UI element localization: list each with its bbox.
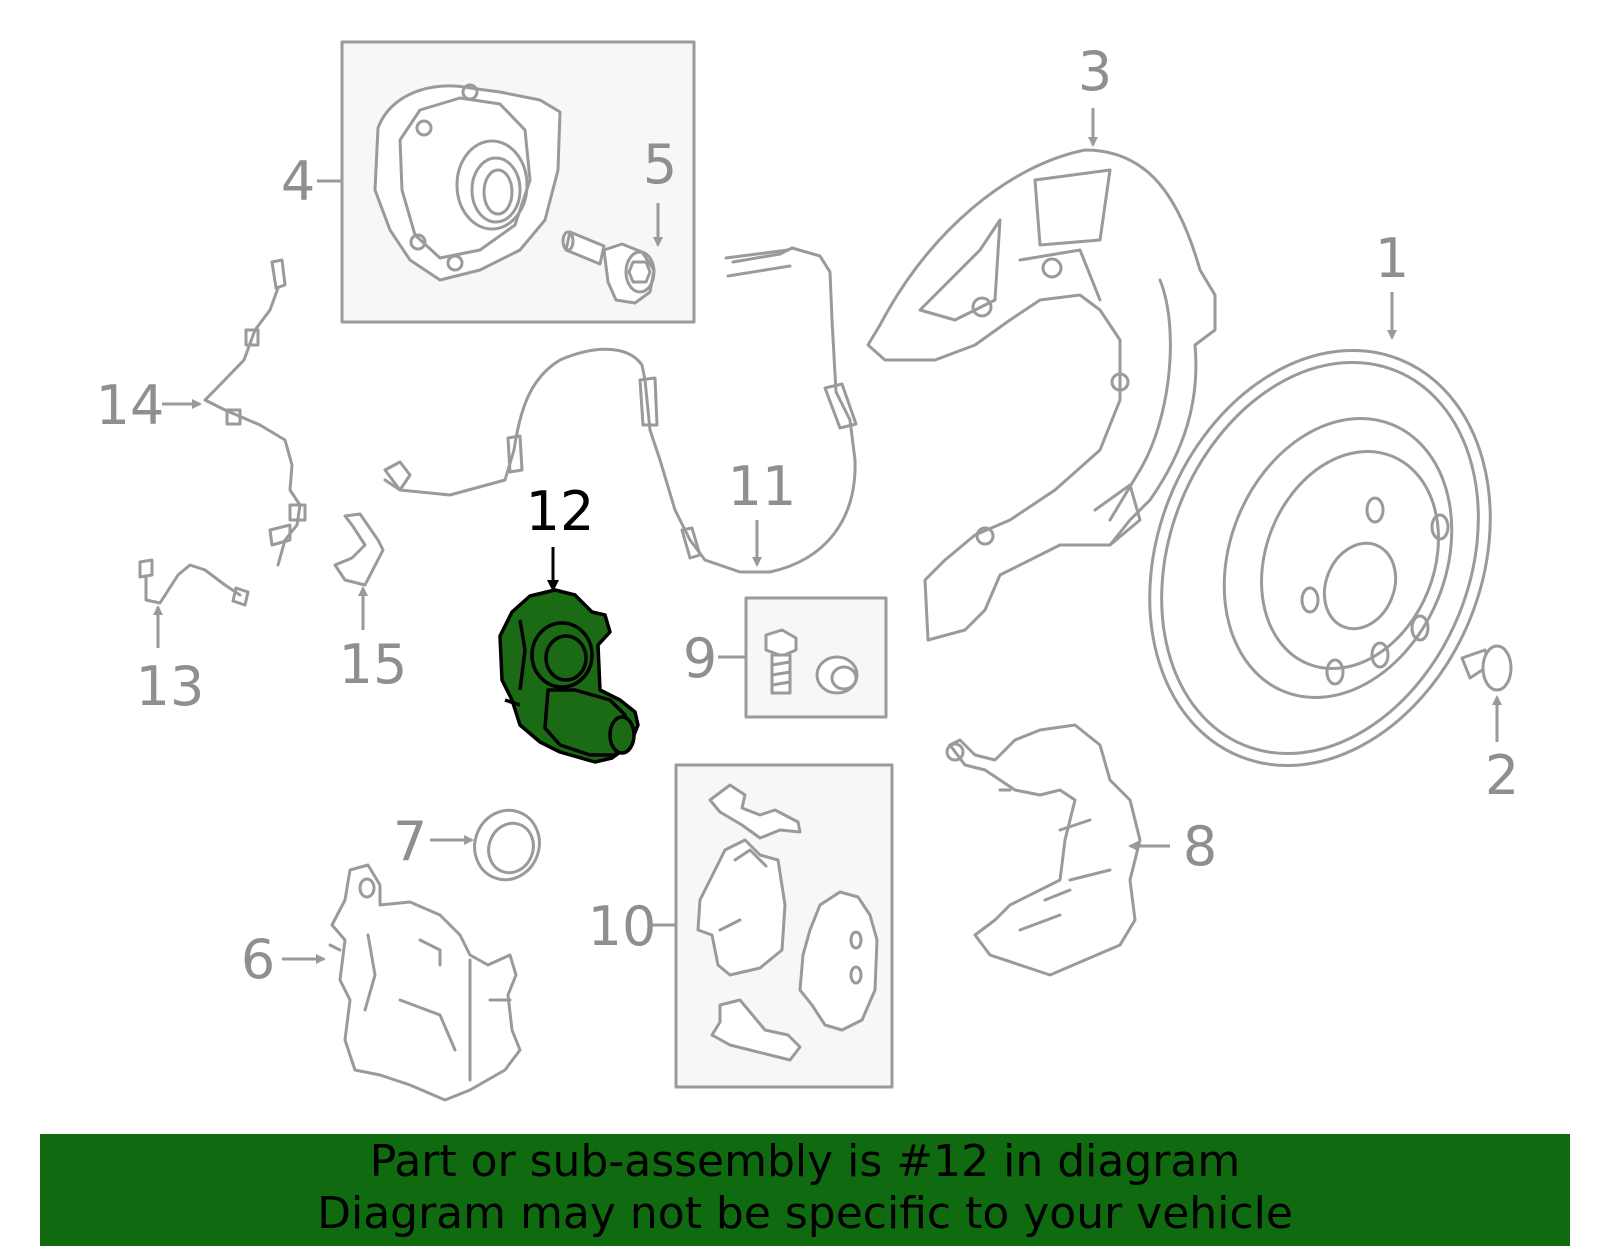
callout-15: 15 (339, 633, 408, 696)
part-1-brake-rotor[interactable] (1090, 299, 1551, 817)
part-3-splash-shield[interactable] (866, 148, 1217, 642)
part-8-caliper-bracket[interactable] (945, 723, 1142, 977)
part-15-clip[interactable] (333, 512, 385, 587)
callout-3: 3 (1078, 40, 1112, 103)
part-12-parking-brake-actuator[interactable] (498, 588, 640, 764)
callout-2: 2 (1485, 744, 1519, 807)
callout-7: 7 (393, 810, 427, 873)
part-13-sensor-lead[interactable] (138, 558, 250, 607)
part-9-bolt-kit-box[interactable] (744, 596, 888, 719)
banner-line-2: Diagram may not be specific to your vehi… (317, 1188, 1293, 1239)
part-10-brake-pad-kit-box[interactable] (674, 763, 894, 1089)
callout-6: 6 (241, 928, 275, 991)
part-7-seal[interactable] (465, 801, 549, 889)
callout-8: 8 (1183, 815, 1217, 878)
info-banner: Part or sub-assembly is #12 in diagram D… (40, 1134, 1570, 1246)
callout-4: 4 (281, 150, 315, 213)
part-11-wear-sensor[interactable] (383, 246, 858, 574)
part-2-rotor-screw[interactable] (1460, 644, 1513, 692)
callout-14: 14 (96, 374, 165, 437)
callout-12: 12 (526, 480, 595, 543)
callout-10: 10 (588, 895, 657, 958)
part-6-caliper[interactable] (328, 863, 522, 1102)
callout-13: 13 (136, 655, 205, 718)
callout-9: 9 (683, 627, 717, 690)
part-4-hub-bearing-box[interactable] (340, 40, 696, 324)
callout-11: 11 (728, 455, 797, 518)
callout-1: 1 (1375, 227, 1409, 290)
banner-line-1: Part or sub-assembly is #12 in diagram (369, 1136, 1241, 1187)
part-14-abs-sensor-harness[interactable] (203, 258, 307, 567)
callout-5: 5 (643, 133, 677, 196)
